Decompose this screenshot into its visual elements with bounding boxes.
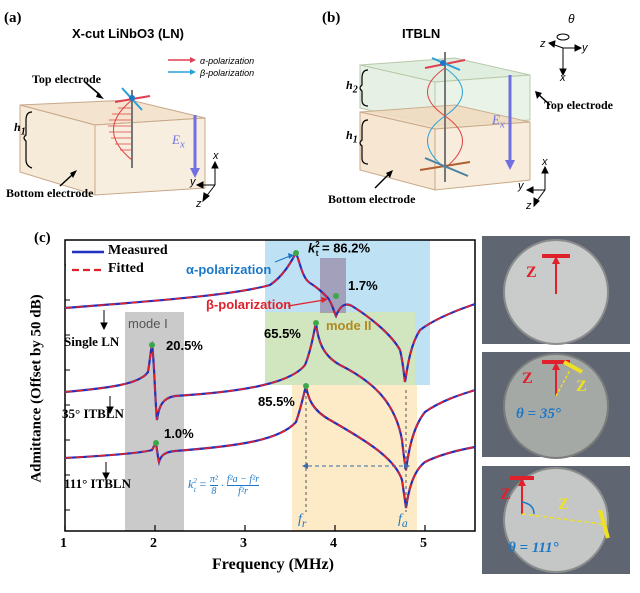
panel-a-letter: (a) — [4, 10, 22, 26]
beta-legend-label: β-polarization — [200, 68, 255, 78]
x-tick-1: 1 — [60, 536, 67, 551]
axis-z-b-bottom: z — [526, 200, 532, 212]
value-85-5: 85.5% — [258, 394, 295, 409]
value-1-7: 1.7% — [348, 278, 378, 293]
photo2-z-label-yellow: Z — [576, 378, 587, 395]
x-ticks — [64, 525, 426, 531]
panel-a-title: X-cut LiNbO3 (LN) — [72, 26, 184, 41]
curve-label-arrows — [100, 310, 114, 481]
h2-label: h2 — [346, 78, 358, 96]
value-65-5: 65.5% — [264, 326, 301, 341]
photo-single-ln — [482, 236, 630, 345]
axis-x-a: x — [213, 150, 219, 162]
mode-i-band — [125, 312, 184, 531]
axis-x-b-bottom: x — [542, 156, 548, 168]
fr-label: fr — [298, 512, 307, 530]
alpha-polarization-label: α-polarization — [186, 262, 272, 277]
legend-fitted-label: Fitted — [108, 261, 144, 276]
bottom-electrode-label-b: Bottom electrode — [328, 192, 416, 206]
x-tick-2: 2 — [150, 536, 157, 551]
photo2-theta-label: θ = 35° — [516, 406, 561, 422]
y-axis-label: Admittance (Offset by 50 dB) — [28, 294, 45, 483]
top-electrode-label-b: Top electrode — [544, 98, 613, 112]
photo-111-itbln — [482, 466, 630, 574]
x-axis-label: Frequency (MHz) — [212, 556, 334, 573]
axis-z-a: z — [196, 198, 202, 210]
x-tick-3: 3 — [240, 536, 247, 551]
lower-slab — [359, 104, 531, 191]
mode-ii-band — [265, 312, 415, 385]
photo-panels — [482, 236, 630, 574]
photo3-z-label-red: Z — [500, 486, 511, 503]
photo3-theta-label: θ = 111° — [508, 540, 559, 556]
plot-frame — [64, 239, 476, 532]
x-tick-4: 4 — [330, 536, 337, 551]
panel-b-title: ITBLN — [402, 26, 441, 41]
h1-label-a: h1 — [14, 120, 26, 138]
curve-label-single-ln: Single LN — [64, 334, 120, 349]
mode-i-label: mode I — [128, 316, 168, 331]
ex-label-b: Ex — [492, 112, 505, 131]
alpha-legend-label: α-polarization — [200, 56, 255, 66]
axis-y-b-bottom: y — [518, 180, 524, 192]
panel-b-diagram — [359, 33, 583, 208]
fr-fa-band — [292, 385, 417, 531]
photo1-z-label: Z — [526, 264, 537, 281]
axis-z-b-top: z — [540, 38, 546, 50]
axis-x-b-top: x — [560, 72, 566, 84]
photo-35-itbln — [482, 352, 630, 459]
panel-a-diagram — [19, 57, 219, 203]
beta-polarization-label: β-polarization — [206, 297, 292, 312]
peak-dots — [149, 250, 339, 446]
fa-label: fa — [398, 512, 408, 530]
y-ticks — [65, 264, 70, 511]
axis-y-a: y — [190, 176, 196, 188]
photo3-z-label-yellow: Z — [558, 496, 569, 513]
ex-label-a: Ex — [172, 132, 185, 151]
beta-box — [320, 258, 346, 313]
panel-b-letter: (b) — [322, 10, 341, 26]
mode-ii-label: mode II — [326, 318, 372, 333]
panel-c-letter: (c) — [34, 230, 51, 246]
top-electrode-label-a: Top electrode — [32, 72, 101, 86]
value-20-5: 20.5% — [166, 338, 203, 353]
bottom-electrode-label-a: Bottom electrode — [6, 186, 94, 200]
photo2-z-label-red: Z — [522, 370, 533, 387]
value-1-0: 1.0% — [164, 426, 194, 441]
theta-label-b: θ — [568, 12, 575, 26]
legend-measured-label: Measured — [108, 243, 168, 258]
kt-annotation: k2t = 86.2% — [308, 240, 371, 258]
legend — [66, 241, 184, 279]
axis-y-b-top: y — [582, 42, 588, 54]
ln-slab — [19, 99, 206, 196]
curve-label-35-itbln: 35° ITBLN — [62, 406, 124, 421]
curve-label-111-itbln: 111° ITBLN — [64, 476, 131, 491]
h1-label-b: h1 — [346, 128, 358, 146]
x-tick-5: 5 — [420, 536, 427, 551]
curve-single-ln-fitted — [64, 251, 476, 383]
